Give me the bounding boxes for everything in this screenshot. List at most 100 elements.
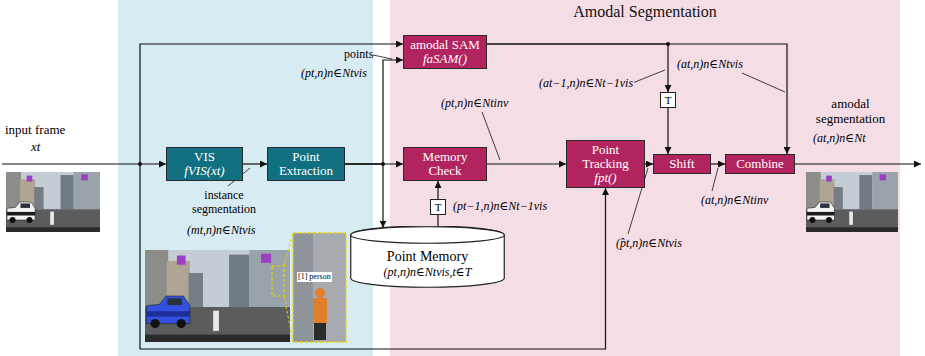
junction-dot [138, 162, 142, 166]
math-label: (mt,n)n∈Ntvis [186, 223, 257, 237]
process-box: amodal SAMfaSAM() [403, 35, 487, 69]
building [189, 273, 204, 307]
sign [27, 176, 33, 182]
hood [6, 227, 100, 232]
wheel [809, 217, 815, 223]
leader-line [742, 73, 785, 92]
node-text: T [435, 201, 442, 213]
leader-line [712, 168, 718, 191]
node-text: Memory Check [408, 150, 482, 178]
sign [177, 256, 186, 265]
math-label: (at−1,n)n∈Nt−1vis [538, 76, 634, 90]
zoom-photo [293, 233, 346, 342]
lane-mark [50, 212, 54, 225]
annotation: amodal segmentation [803, 96, 898, 126]
signal-wire [140, 164, 606, 349]
wheel [177, 319, 186, 328]
person-body [313, 298, 327, 323]
annotation: [1] person [297, 272, 332, 282]
car-window [20, 203, 30, 208]
process-box: VISfVIS(xt) [166, 147, 243, 181]
node-text: faSAM() [423, 52, 467, 66]
photo [6, 172, 100, 232]
node-text: fVIS(xt) [184, 164, 224, 178]
node-text: amodal SAM [410, 38, 480, 52]
annotation: input frame [4, 122, 66, 137]
process-box: Point Trackingfpt() [566, 140, 645, 188]
signal-wire [795, 163, 921, 164]
lane-mark [213, 311, 219, 331]
zoom-source [272, 266, 284, 296]
road [6, 209, 100, 232]
connector [487, 44, 668, 92]
car-stripe [7, 212, 35, 216]
panel-background [118, 0, 373, 356]
car-window [820, 203, 829, 208]
node-text: Point Extraction [272, 150, 340, 178]
delay-box: T [430, 199, 446, 215]
police-car [807, 202, 835, 220]
hood [806, 227, 898, 232]
person-legs [314, 323, 326, 340]
label-holder: (at,n)n∈Ntinv [700, 193, 769, 207]
node-text: (pt,n)n∈Ntvis,t∈T [384, 265, 472, 279]
label-holder: xt [30, 139, 41, 154]
signal-wire [140, 44, 403, 164]
math-label: xt [30, 139, 41, 154]
label-holder: (p̂t,n)n∈Ntvis [615, 236, 683, 250]
police-car [7, 202, 35, 220]
label-holder: (mt,n)n∈Ntvis [186, 223, 257, 237]
leader-line [228, 168, 250, 186]
building [872, 172, 898, 209]
delay-box: T [660, 92, 676, 108]
police-car [146, 296, 190, 324]
memory-cylinder: Point Memory(pt,n)n∈Ntvis,t∈T [350, 226, 505, 288]
zoom-wall [293, 233, 313, 342]
math-label: (at,n)n∈Nt [812, 131, 867, 145]
leader-line [628, 168, 648, 234]
node-text: Point Tracking [571, 143, 640, 171]
label-holder: amodal segmentation [803, 96, 898, 126]
annotation: points [343, 47, 374, 61]
leader-line [373, 55, 392, 59]
node-text: Shift [669, 157, 694, 171]
leader-line [630, 70, 665, 84]
process-box: Combine [725, 154, 795, 174]
zoom-guide [284, 296, 293, 342]
label-holder: (pt,n)n∈Ntvis [300, 66, 368, 80]
math-label: (pt,n)n∈Ntvis [300, 66, 368, 80]
process-box: Shift [653, 154, 711, 174]
label-holder: points [343, 47, 374, 61]
label-holder: input frame [4, 122, 66, 137]
wheel [826, 217, 832, 223]
math-label: (pt,n)n∈Ntinv [440, 96, 509, 110]
building [249, 250, 290, 307]
label-holder: (pt,n)n∈Ntinv [440, 96, 509, 110]
photo [806, 172, 898, 232]
node-text: Combine [736, 157, 784, 171]
node-text: T [665, 94, 672, 106]
car-stripe [146, 311, 190, 317]
building [34, 187, 43, 209]
road [145, 307, 290, 342]
lane-mark [849, 212, 853, 225]
connector [487, 44, 787, 154]
connector [711, 163, 725, 164]
leader-line [482, 112, 500, 160]
car-stripe [807, 212, 835, 216]
label-holder: (at,n)n∈Ntvis [676, 57, 744, 71]
zoom-frame [293, 233, 346, 342]
zoom-guide [284, 233, 293, 266]
building [229, 255, 249, 307]
building [61, 175, 74, 209]
node-text: fpt() [594, 171, 616, 185]
connector [645, 163, 653, 164]
math-label: (p̂t,n)n∈Ntvis [615, 236, 683, 250]
sign [261, 254, 271, 263]
connector [487, 163, 566, 164]
label-holder: instance segmentation [178, 188, 270, 216]
person-head [315, 288, 325, 298]
sign [81, 174, 88, 180]
label-holder: [1] person [297, 272, 332, 282]
building [74, 172, 100, 209]
